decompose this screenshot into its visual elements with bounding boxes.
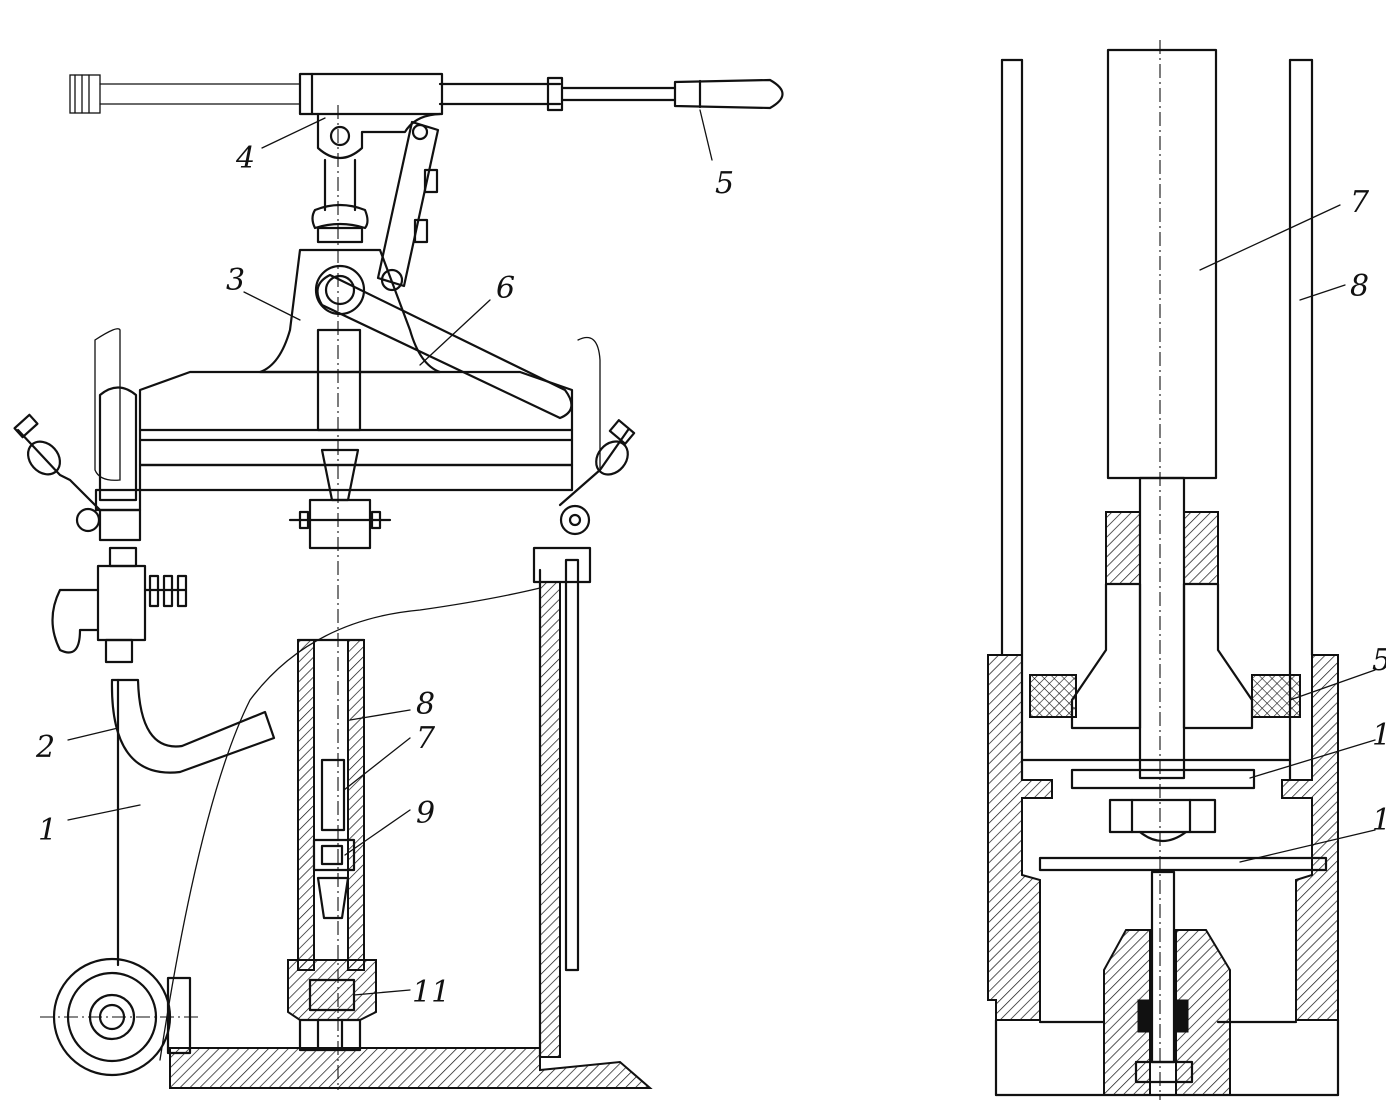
leader-lines — [67, 109, 713, 996]
center-clamp — [288, 328, 392, 550]
lever-link — [316, 273, 573, 420]
bracket — [258, 248, 442, 374]
right-fitting — [558, 419, 636, 536]
label-right-lower-washer: 1 — [1372, 803, 1386, 838]
lever-handle — [69, 74, 784, 114]
label-cylinder: 8 — [416, 687, 435, 722]
cylinder-walls — [1000, 58, 1314, 782]
label-valve: 9 — [416, 796, 435, 831]
seal-left — [1029, 674, 1077, 718]
lower-washer — [1038, 856, 1328, 872]
nut — [1108, 798, 1217, 843]
label-right-plunger: 7 — [1350, 185, 1370, 220]
lower-valve-body — [994, 870, 1340, 1097]
label-bottom-valve: 11 — [412, 975, 450, 1010]
upper-washer — [1020, 758, 1292, 790]
left-fitting — [13, 386, 142, 542]
label-lever-link: 6 — [496, 271, 515, 306]
left-view: 1 2 3 4 5 6 7 8 9 11 — [13, 72, 784, 1090]
connecting-link — [376, 120, 440, 292]
gland-nut — [1070, 511, 1254, 730]
base-plate — [169, 1047, 653, 1089]
label-right-cylinder: 8 — [1350, 269, 1369, 304]
label-right-seal: 5 — [1372, 643, 1386, 678]
label-bracket: 3 — [226, 263, 245, 298]
right-view: 7 8 5 1 1 — [987, 40, 1386, 1100]
label-hose: 2 — [35, 730, 55, 765]
cylinder-section — [296, 638, 366, 971]
seal-right — [1251, 674, 1301, 718]
label-body: 1 — [38, 813, 57, 848]
bottom-valve — [287, 959, 377, 1052]
label-lever-head: 4 — [235, 141, 255, 176]
plunger — [1106, 48, 1218, 780]
label-plunger: 7 — [416, 721, 436, 756]
hose — [110, 678, 276, 774]
right-leader-lines — [1199, 204, 1376, 863]
side-rail — [532, 546, 592, 1058]
tap-valve — [51, 546, 188, 664]
lever-head — [298, 72, 444, 160]
lid — [94, 328, 601, 492]
label-right-upper-washer: 1 — [1372, 718, 1386, 753]
central-rod — [311, 158, 369, 244]
label-handle: 5 — [715, 166, 734, 201]
outer-housing — [987, 654, 1339, 1021]
